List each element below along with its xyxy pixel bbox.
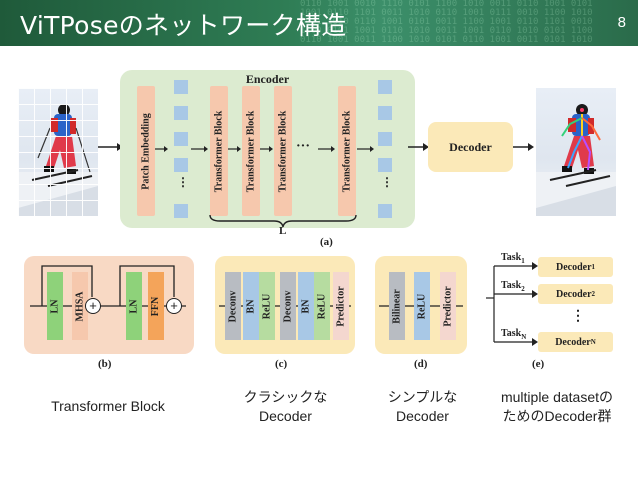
block-ellipsis: ··· <box>296 139 311 154</box>
ln-layer: LN <box>126 272 142 340</box>
arrow-icon <box>260 146 273 152</box>
page-number: 8 <box>617 14 626 31</box>
tag-d: (d) <box>414 358 428 370</box>
mhsa-layer: MHSA <box>72 272 88 340</box>
relu-layer: ReLU <box>414 272 430 340</box>
skier-photo-output <box>536 88 616 216</box>
arrow-icon <box>357 146 374 152</box>
bn-layer: BN <box>243 272 259 340</box>
token <box>174 132 188 146</box>
encoder-title: Encoder <box>245 72 290 86</box>
deconv-layer: Deconv <box>225 272 241 340</box>
caption-d: シンプルな Decoder <box>387 389 458 424</box>
token <box>378 204 392 218</box>
token <box>378 80 392 94</box>
predictor-layer: Predictor <box>440 272 456 340</box>
arrow-icon <box>191 146 208 152</box>
predictor-layer: Predictor <box>333 272 349 340</box>
token <box>174 80 188 94</box>
slide-title: ViTPoseのネットワーク構造 <box>20 11 347 40</box>
tag-c: (c) <box>275 358 288 370</box>
decoder-block: Decoder <box>428 122 513 172</box>
slide-header: 0110 1001 0010 1110 0101 1100 1010 0011 … <box>0 0 638 46</box>
ffn-layer: FFN <box>148 272 164 340</box>
task-label: Task1 <box>501 252 525 265</box>
token <box>174 158 188 172</box>
transformer-block: Transformer Block <box>274 86 292 216</box>
ln-layer: LN <box>47 272 63 340</box>
decoder-ellipsis: ⋮ <box>571 307 585 323</box>
task-label: TaskN <box>501 328 527 341</box>
add-circle-icon: + <box>85 298 101 314</box>
brace-icon <box>209 214 357 228</box>
vertical-ellipsis: ⋮ <box>177 175 189 189</box>
token <box>174 204 188 218</box>
tag-b: (b) <box>98 358 112 370</box>
transformer-block: Transformer Block <box>242 86 260 216</box>
transformer-block: Transformer Block <box>338 86 356 216</box>
vertical-ellipsis: ⋮ <box>381 175 393 189</box>
arrow-icon <box>513 143 534 151</box>
relu-layer: ReLU <box>314 272 330 340</box>
token <box>174 106 188 120</box>
binary-background: 0110 1001 0010 1110 0101 1100 1010 0011 … <box>300 0 593 45</box>
caption-b: Transformer Block <box>51 398 165 414</box>
tag-a: (a) <box>320 236 333 248</box>
token <box>378 132 392 146</box>
relu-layer: ReLU <box>259 272 275 340</box>
tag-e: (e) <box>532 358 545 370</box>
arrow-icon <box>155 146 168 152</box>
patch-embedding-label: Patch Embedding <box>140 112 152 190</box>
arrow-icon <box>408 143 429 151</box>
bn-layer: BN <box>298 272 314 340</box>
caption-c: クラシックな Decoder <box>243 389 328 424</box>
skier-photo-input <box>18 88 98 216</box>
arrow-icon <box>228 146 241 152</box>
task-label: Task2 <box>501 280 525 293</box>
patch-grid <box>18 88 98 216</box>
token <box>378 158 392 172</box>
repeat-label: L <box>279 225 287 237</box>
bilinear-layer: Bilinear <box>389 272 405 340</box>
add-circle-icon: + <box>166 298 182 314</box>
task-branch-arrows <box>486 262 538 346</box>
deconv-layer: Deconv <box>280 272 296 340</box>
patch-embedding-block: Patch Embedding <box>137 86 155 216</box>
token <box>378 106 392 120</box>
transformer-block: Transformer Block <box>210 86 228 216</box>
caption-e: multiple datasetの ためのDecoder群 <box>500 389 614 424</box>
arrow-icon <box>318 146 335 152</box>
